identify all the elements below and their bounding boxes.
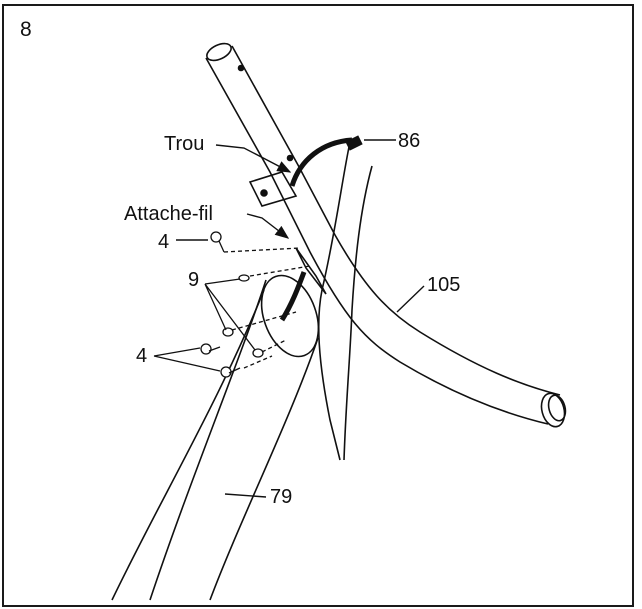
screw-icon	[220, 366, 232, 378]
label-79: 79	[270, 486, 292, 508]
leader-washer-9	[204, 278, 256, 351]
leader-screw-4-bottom	[153, 347, 221, 372]
screw-icon	[200, 343, 212, 355]
label-trou: Trou	[164, 133, 204, 155]
hardware-group	[200, 231, 311, 378]
label-screw-4-top: 4	[158, 231, 169, 253]
washer-icon	[252, 348, 264, 358]
leader-105	[396, 285, 425, 313]
label-86: 86	[398, 130, 420, 152]
label-washer-9: 9	[188, 269, 199, 291]
leader-trou	[215, 144, 292, 173]
handlebar-tube-105	[205, 42, 567, 428]
step-number: 8	[20, 18, 32, 41]
washer-icon	[222, 327, 234, 337]
label-attache-fil: Attache-fil	[124, 203, 213, 225]
leader-attache-fil	[246, 213, 290, 239]
leader-79	[224, 493, 267, 498]
screw-icon	[210, 231, 222, 243]
upright-tube-79	[111, 247, 327, 601]
figure-frame	[2, 4, 634, 607]
wire-harness-86	[279, 135, 373, 461]
washer-icon	[238, 274, 250, 282]
label-screw-4-bottom: 4	[136, 345, 147, 367]
label-105: 105	[427, 274, 460, 296]
